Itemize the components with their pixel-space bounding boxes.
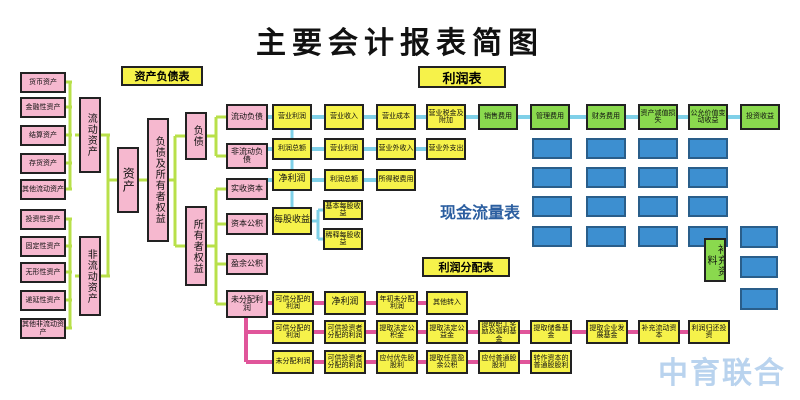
asset-item: 其他流动资产 (20, 179, 66, 200)
paid-in-capital: 实收资本 (226, 178, 268, 200)
capital-reserve: 资本公积 (226, 213, 268, 235)
distribution-item: 应付优先股股利 (376, 350, 418, 374)
undistributed-profit: 未分配利润 (226, 290, 268, 318)
distribution-item: 净利润 (324, 291, 366, 315)
distribution-item: 利润归还投资 (688, 320, 730, 344)
asset-item: 递延性资产 (20, 290, 66, 311)
income-item: 营业外支出 (426, 138, 466, 160)
distribution-item: 提取储备基金 (530, 320, 572, 344)
asset-item: 货币资产 (20, 72, 66, 93)
income-item: 净利润 (272, 169, 312, 191)
asset-item: 固定性资产 (20, 236, 66, 257)
cash-flow-item (532, 138, 572, 159)
income-item: 利润总额 (324, 169, 364, 191)
cash-flow-item (532, 167, 572, 188)
cash-flow-item (532, 226, 572, 247)
cash-flow-item (638, 226, 678, 247)
income-item: 利润总额 (272, 138, 312, 160)
cash-flow-item (740, 256, 778, 278)
cash-flow-item (638, 138, 678, 159)
assets-root: 资产 (117, 147, 139, 213)
asset-item: 结算资产 (20, 125, 66, 146)
income-item: 销售费用 (478, 104, 518, 130)
asset-item: 金融性资产 (20, 97, 66, 118)
income-item: 营业收入 (324, 104, 364, 130)
asset-item: 存货资产 (20, 153, 66, 174)
liabilities-equity-root: 负债及所有者权益 (147, 118, 169, 242)
distribution-item: 提取职工奖励及福利基金 (478, 320, 520, 344)
income-item: 营业外收入 (376, 138, 416, 160)
cash-flow-item (688, 196, 728, 217)
noncurrent-liabilities: 非流动负债 (226, 143, 268, 169)
cash-flow-item (740, 288, 778, 310)
profit-distribution-label: 利润分配表 (422, 257, 510, 277)
distribution-item: 提取企业发展基金 (586, 320, 628, 344)
asset-item: 投资性资产 (20, 209, 66, 230)
distribution-item: 可供投资者分配的利润 (324, 320, 366, 344)
income-item: 管理费用 (530, 104, 570, 130)
distribution-item: 可供投资者分配的利润 (324, 350, 366, 374)
cashflow-label: 现金流量表 (440, 203, 521, 222)
distribution-item: 补充流动资本 (638, 320, 680, 344)
liabilities-node: 负债 (185, 112, 207, 160)
eps-basic: 基本每股收益 (323, 200, 363, 220)
equity-node: 所有者权益 (185, 206, 207, 286)
income-item: 营业税金及附加 (426, 104, 466, 130)
distribution-item: 年初未分配利润 (376, 291, 418, 315)
income-item: 资产减值损失 (638, 104, 678, 130)
distribution-item: 提取法定公益金 (426, 320, 468, 344)
cash-flow-item (586, 226, 626, 247)
distribution-item: 未分配利润 (272, 350, 314, 374)
cash-flow-item (638, 196, 678, 217)
income-statement-label: 利润表 (418, 66, 506, 88)
asset-item: 其他非流动资产 (20, 318, 66, 339)
balance-sheet-label: 资产负债表 (121, 66, 203, 86)
cash-flow-item (586, 167, 626, 188)
supplementary-note: 补充资料 (704, 238, 726, 282)
income-item: 所得税费用 (376, 169, 416, 191)
income-item: 财务费用 (586, 104, 626, 130)
cash-flow-item (532, 196, 572, 217)
cash-flow-item (740, 226, 778, 248)
income-item: 营业利润 (324, 138, 364, 160)
eps-node: 每股收益 (272, 207, 312, 235)
cash-flow-item (638, 167, 678, 188)
cash-flow-item (586, 196, 626, 217)
distribution-item: 可供分配的利润 (272, 320, 314, 344)
distribution-item: 提取法定公积金 (376, 320, 418, 344)
current-assets-group: 流动资产 (79, 97, 101, 173)
distribution-item: 其他转入 (426, 291, 468, 315)
cash-flow-item (586, 138, 626, 159)
distribution-item: 应付普通股股利 (478, 350, 520, 374)
watermark-logo: 中育联合 (658, 356, 786, 391)
diagram-title: 主要会计报表简图 (256, 26, 544, 61)
surplus-reserve: 盈余公积 (226, 253, 268, 275)
current-liabilities: 流动负债 (226, 104, 268, 130)
asset-item: 无形性资产 (20, 262, 66, 283)
income-item: 营业成本 (376, 104, 416, 130)
noncurrent-assets-group: 非流动资产 (79, 236, 101, 316)
cash-flow-item (688, 138, 728, 159)
distribution-item: 提取任意盈余公积 (426, 350, 468, 374)
income-item: 公允价值变动收益 (688, 104, 728, 130)
income-item: 营业利润 (272, 104, 312, 130)
income-item: 投资收益 (740, 104, 780, 130)
cash-flow-item (688, 167, 728, 188)
distribution-item: 转作资本的普通股股利 (530, 350, 572, 374)
eps-diluted: 稀释每股收益 (323, 228, 363, 250)
distribution-item: 可供分配的利润 (272, 291, 314, 315)
